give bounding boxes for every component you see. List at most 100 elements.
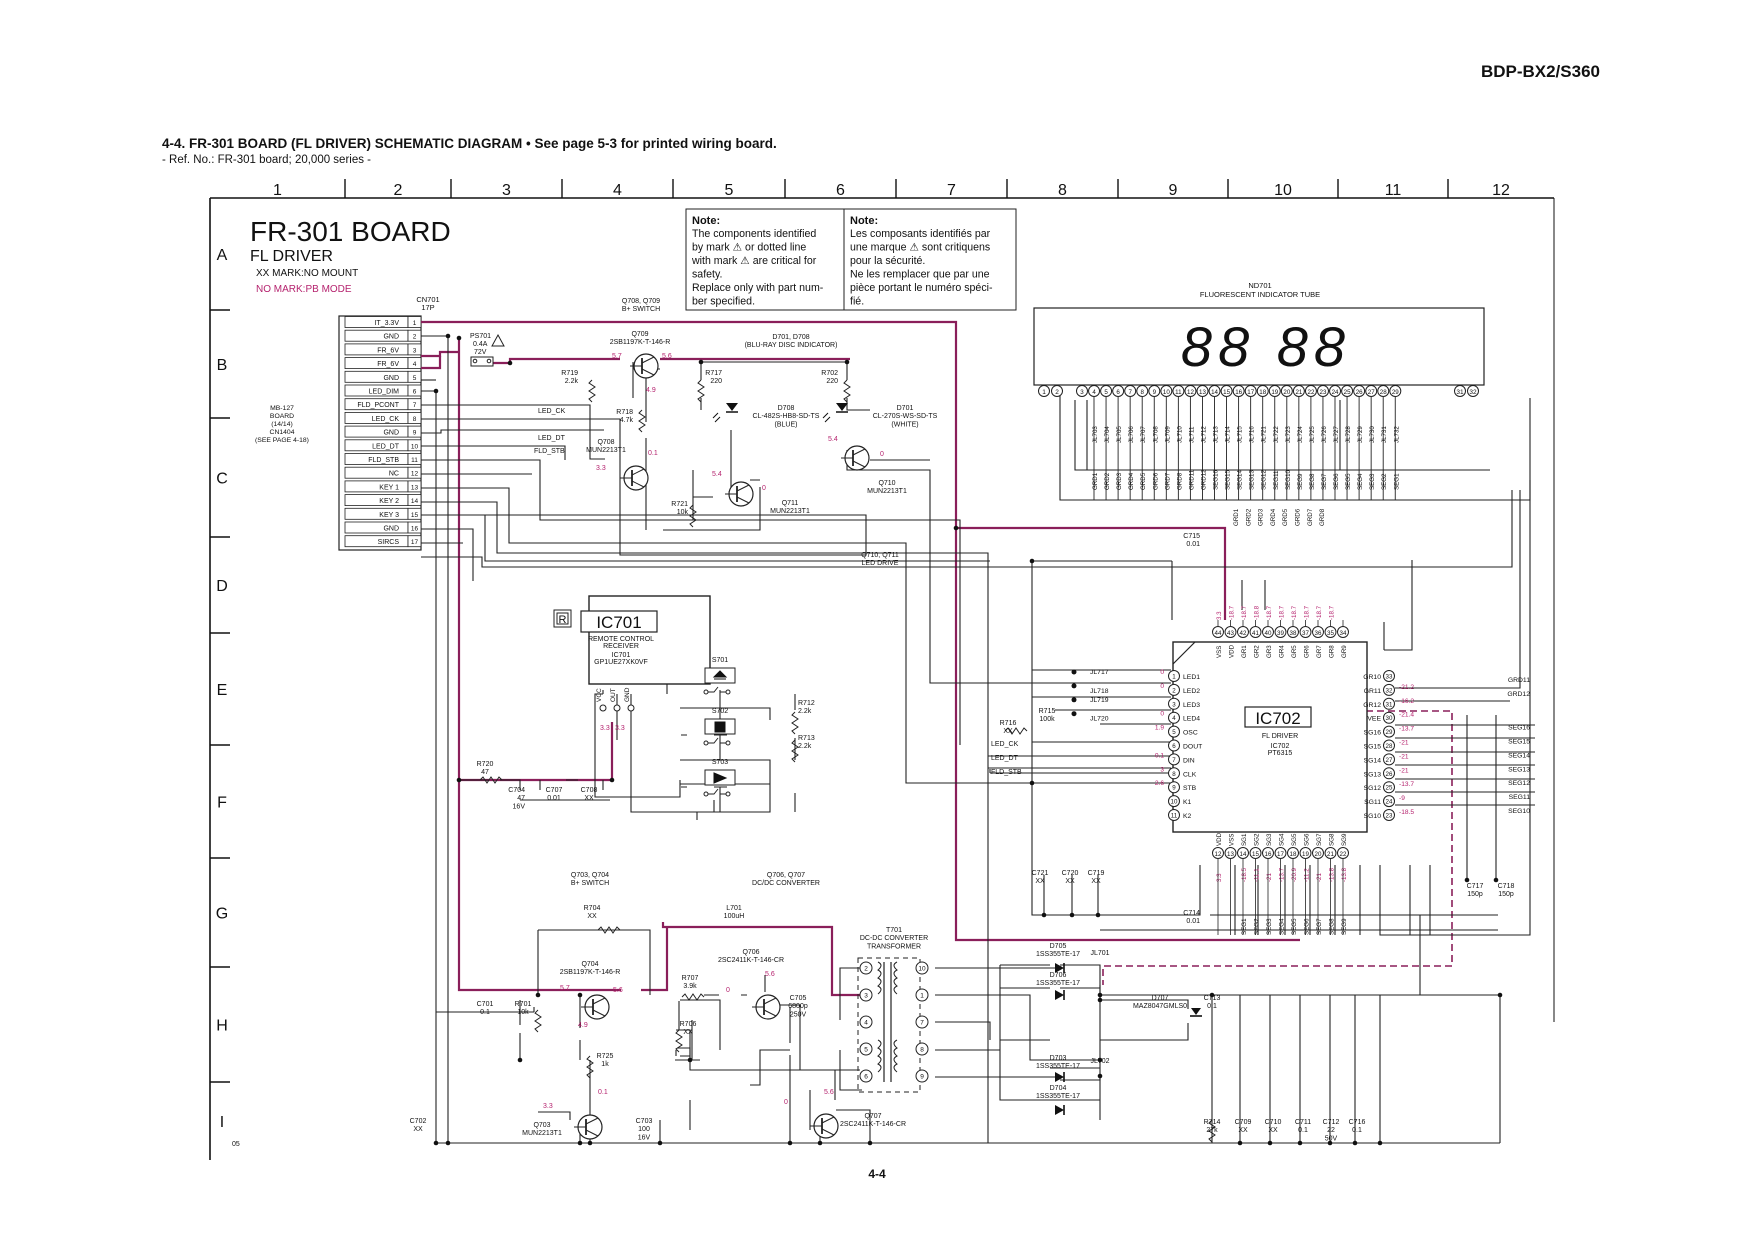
t701-pin-number: 6: [864, 1074, 868, 1081]
resistor-r720: [479, 776, 503, 784]
cn701-pin-number: 13: [411, 484, 419, 491]
ic702-pin-voltage: -21: [1316, 872, 1323, 882]
junction-dot: [1069, 912, 1075, 918]
l701-label: 100uH: [724, 913, 745, 920]
t701-label: TRANSFORMER: [867, 943, 921, 950]
voltage-q708_c: 0.1: [648, 450, 658, 457]
nd701-seg-label: SEG10: [1285, 469, 1292, 490]
ic702-pin-voltage: -18.7: [1266, 605, 1273, 620]
ic702-grd-label: GRD6: [1295, 508, 1302, 526]
ic702-pin-name: DIN: [1183, 757, 1195, 764]
ic702-top-pin: [1237, 626, 1249, 638]
cn701-pin-number: 1: [413, 320, 417, 327]
junction-dot: [433, 388, 439, 394]
c708-label: XX: [584, 795, 594, 802]
q703-q704-label: Q703, Q704: [571, 872, 609, 879]
r715-label: 100k: [1039, 716, 1055, 723]
ic702-pin-voltage: -18.7: [1279, 605, 1286, 620]
nd701-pin-number: 29: [1392, 389, 1399, 396]
resistor-r715: [1004, 727, 1028, 735]
junction-dot: [687, 1057, 693, 1063]
ic702-output-label: SEG13: [1508, 766, 1530, 773]
t701-pin-number: 2: [864, 966, 868, 973]
junction-dot: [577, 992, 583, 998]
ic702-bottom-pin: [1237, 847, 1249, 859]
cn701-pin-box: [407, 357, 422, 370]
cn701-pin-label: LED_CK: [372, 416, 400, 423]
nd701-pin-number: 2: [1055, 389, 1059, 396]
c713-label: 0.1: [1207, 1003, 1217, 1010]
nd701-pin: [1304, 385, 1317, 397]
ic702-pin-voltage: -18.7: [1291, 605, 1298, 620]
transistor-q711-collector: [736, 484, 750, 492]
r719-label: 2.2k: [565, 378, 579, 385]
t701-pin-number: 4: [864, 1020, 868, 1027]
junction-dot: [433, 1140, 439, 1146]
ic702-output-label: SEG14: [1508, 752, 1530, 759]
switch-contact: [706, 788, 728, 795]
cn701-pin-number: 14: [411, 498, 419, 505]
junction-dot: [1464, 877, 1470, 883]
ic702-pin-number: 17: [1277, 851, 1284, 858]
d703-label: D703: [1050, 1055, 1067, 1062]
q707-label: 2SC2411K-T-146-CR: [840, 1121, 906, 1128]
svg-text:RECEIVER: RECEIVER: [603, 643, 639, 650]
ic702-left-pin: [1168, 683, 1180, 696]
junction-dot: [953, 525, 959, 531]
nd701-jl-label: JL721: [1261, 426, 1268, 443]
junction-dot: [1097, 992, 1103, 998]
ic702-pin-name: SG11: [1364, 799, 1381, 806]
nd701-pin: [1353, 385, 1366, 397]
c704-label: C704: [508, 787, 525, 794]
c709-label: XX: [1238, 1127, 1248, 1134]
transistor-q709-emitter: [641, 368, 655, 376]
ic702-pin-name: K2: [1183, 813, 1192, 820]
junction-dot: [535, 992, 541, 998]
ic702-top-pin: [1262, 626, 1274, 638]
nd701-jl-label: JL706: [1128, 426, 1135, 443]
nd701-pin: [1365, 385, 1378, 397]
ic702-bottom-pin: [1312, 847, 1324, 859]
cn701-ref: CN701: [416, 295, 439, 304]
q711-label: MUN2213T1: [770, 508, 810, 515]
ic702-pin-voltage: -18.7: [1304, 605, 1311, 620]
transistors: [574, 353, 870, 1140]
transistor-q710-collector: [852, 448, 866, 456]
ic702-pin-name: GR7: [1316, 645, 1323, 658]
ic702-output-label: SEG15: [1508, 739, 1530, 746]
d701-label: (WHITE): [891, 421, 918, 428]
ic702-left-pin: [1168, 725, 1180, 738]
ic702-pin-name: STB: [1183, 785, 1197, 792]
note-en-line: Replace only with part num-: [692, 282, 824, 294]
nd701-seg-label: SEG15: [1225, 469, 1232, 490]
c709-label: C709: [1235, 1119, 1252, 1126]
q711-label: Q711: [782, 500, 799, 507]
ic701-title: IC701: [596, 613, 641, 632]
cn701-pin-number: 6: [413, 389, 417, 396]
ic702-title: IC702: [1255, 709, 1300, 728]
note-fr-line: pour la sécurité.: [850, 255, 925, 267]
ic702-right-pin: [1383, 697, 1395, 710]
nd701-pin-number: 8: [1141, 389, 1145, 396]
led-d708: [712, 403, 738, 423]
grid-column-1: 1: [273, 182, 282, 199]
ic702-pin-number: 9: [1172, 785, 1176, 792]
ic702-top-pin: [1212, 626, 1224, 638]
ic702-jl-label: JL718: [1090, 688, 1109, 695]
junction-dot: [1497, 992, 1503, 998]
nd701-pin-number: 3: [1080, 389, 1084, 396]
junction-dot: [787, 1140, 793, 1146]
nd701-pin: [1341, 385, 1354, 397]
ic702-pin-number: 44: [1215, 630, 1222, 637]
nd701-jl-label: JL708: [1152, 426, 1159, 443]
ic702-pin-name: CLK: [1183, 771, 1197, 778]
nd701-jl-label: JL731: [1381, 426, 1388, 443]
c716-label: C716: [1349, 1119, 1366, 1126]
q708-q709-label: Q708, Q709: [622, 298, 660, 305]
ic702-output-label: GRD12: [1507, 691, 1530, 698]
c719-label: XX: [1091, 878, 1101, 885]
r714-label: R714: [1204, 1119, 1221, 1126]
ic702-pin-number: 23: [1386, 813, 1393, 820]
cn701-pins-count: 17P: [421, 303, 434, 312]
junction-dot: [1352, 1140, 1358, 1146]
